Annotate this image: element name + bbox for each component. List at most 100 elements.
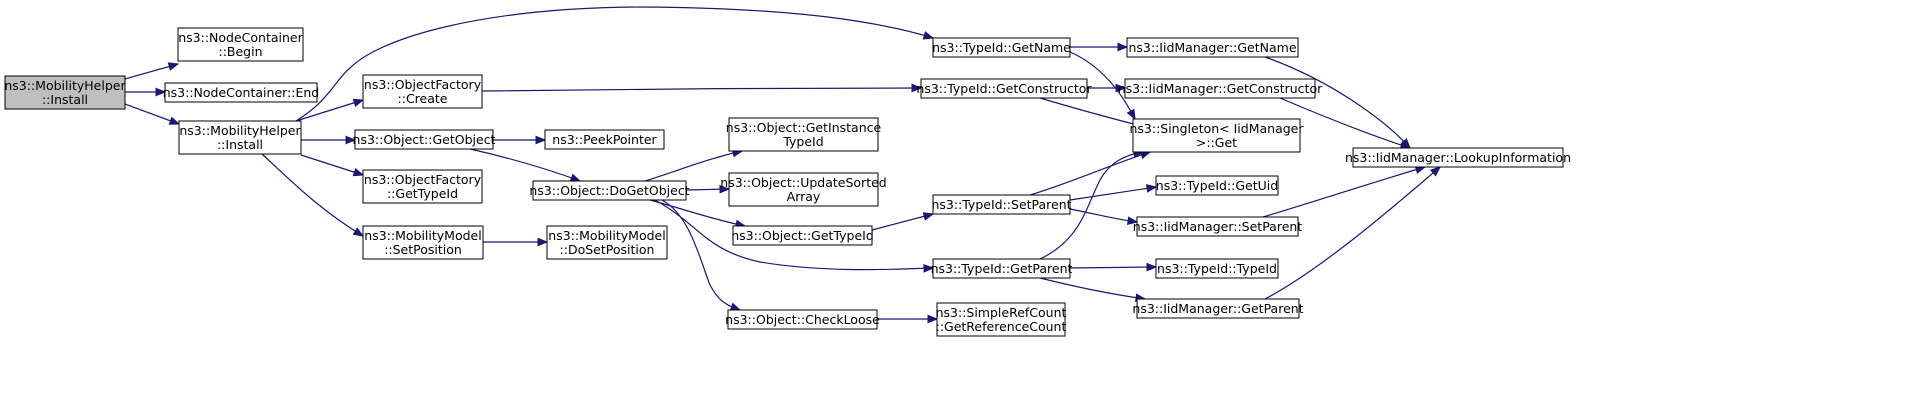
node-label-line: ns3::ObjectFactory (364, 77, 482, 92)
node-label-line: ns3::IidManager::LookupInformation (1345, 150, 1571, 165)
node-box (920, 78, 1088, 99)
node-label-line: ns3::Object::GetObject (353, 132, 496, 147)
node-box (354, 129, 494, 150)
node-box (532, 180, 687, 201)
function-node[interactable]: ns3::TypeId::GetConstructor (916, 78, 1092, 99)
node-box (4, 75, 126, 110)
edge-arrowhead (911, 83, 923, 93)
edge-line (469, 148, 581, 182)
edge-n0-to-n2 (125, 87, 167, 97)
node-label-line: ns3::TypeId::GetName (932, 40, 1071, 55)
node-label-line: ::GetTypeId (387, 186, 458, 201)
edge-line (481, 87, 922, 92)
edge-n15-to-n19 (877, 314, 939, 324)
edge-line (1264, 166, 1441, 300)
function-node[interactable]: ns3::MobilityHelper::Install (178, 120, 302, 155)
edge-arrowhead (167, 62, 180, 71)
node-box (164, 82, 318, 103)
function-node[interactable]: ns3::IidManager::GetName (1126, 37, 1299, 58)
function-node[interactable]: ns3::MobilityModel::DoSetPosition (546, 225, 668, 260)
node-label-line: ns3::NodeContainer::End (163, 85, 319, 100)
function-node[interactable]: ns3::Singleton< IidManager >::Get (1129, 118, 1304, 153)
function-node[interactable]: ns3::MobilityModel::SetPosition (362, 225, 484, 260)
edge-line (654, 199, 934, 271)
edge-arrowhead (168, 116, 181, 125)
node-box (362, 225, 484, 260)
function-node[interactable]: ns3::Object::GetTypeId (731, 225, 874, 246)
edge-n10-to-n15 (661, 199, 742, 311)
root-function-node[interactable]: ns3::MobilityHelper::Install (4, 75, 126, 110)
edge-arrowhead (729, 302, 742, 311)
edge-n16-to-n21 (1087, 83, 1127, 93)
node-label-line: >::Get (1196, 135, 1237, 150)
edge-n5-to-n16 (481, 83, 923, 93)
node-label-line: ns3::TypeId::GetUid (1156, 178, 1278, 193)
node-label-line: ns3::TypeId::GetConstructor (916, 81, 1092, 96)
node-box (932, 37, 1071, 58)
function-node[interactable]: ns3::Object::GetObject (353, 129, 496, 150)
node-label-line: ns3::Object::DoGetObject (529, 183, 689, 198)
function-node[interactable]: ns3::TypeId::SetParent (931, 194, 1072, 215)
function-node[interactable]: ns3::TypeId::GetName (932, 37, 1071, 58)
edge-line (871, 213, 934, 231)
edge-line (1069, 266, 1157, 269)
function-node[interactable]: ns3::NodeContainer::End (163, 82, 319, 103)
edge-line (1279, 97, 1411, 149)
edge-n3-to-n7 (300, 154, 365, 177)
function-node[interactable]: ns3::ObjectFactory::Create (362, 74, 483, 109)
function-node[interactable]: ns3::Object::DoGetObject (529, 180, 690, 201)
edge-n24-to-n27 (1262, 165, 1427, 218)
edge-arrowhead (1126, 108, 1136, 121)
edge-n18-to-n25 (1069, 262, 1158, 272)
edge-line (1029, 151, 1151, 196)
node-box (1136, 216, 1299, 237)
node-label-line: ns3::Object::CheckLoose (725, 312, 880, 327)
node-label-line: ns3::MobilityHelper (4, 78, 126, 93)
edges-layer (124, 6, 1442, 324)
edge-arrowhead (535, 135, 547, 145)
function-node[interactable]: ns3::TypeId::TypeId (1155, 258, 1279, 279)
edge-n3-to-n5 (295, 98, 365, 122)
edge-line (295, 99, 364, 122)
edge-n17-to-n22 (1029, 150, 1152, 196)
function-node[interactable]: ns3::IidManager::GetParent (1132, 298, 1304, 319)
edge-line (661, 199, 741, 311)
node-box (544, 129, 665, 150)
node-label-line: ns3::Singleton< IidManager (1129, 121, 1304, 136)
node-label-line: ::Install (217, 137, 263, 152)
function-node[interactable]: ns3::TypeId::GetParent (931, 258, 1073, 279)
function-node[interactable]: ns3::ObjectFactory::GetTypeId (362, 169, 483, 204)
function-node[interactable]: ns3::IidManager::SetParent (1133, 216, 1303, 237)
edge-line (1262, 166, 1426, 218)
node-box (1132, 118, 1301, 153)
node-box (546, 225, 668, 260)
edge-n14-to-n17 (871, 212, 935, 231)
function-node[interactable]: ns3::Object::CheckLoose (725, 309, 880, 330)
node-label-line: ::SetPosition (384, 242, 462, 257)
function-node[interactable]: ns3::TypeId::GetUid (1155, 175, 1279, 196)
edge-line (124, 103, 180, 125)
edge-n3-to-n8 (261, 153, 365, 237)
nodes-layer: ns3::MobilityHelper::Install ns3::NodeCon… (4, 27, 1571, 337)
edge-n18-to-n26 (1039, 277, 1147, 302)
edge-line (1069, 208, 1138, 223)
edge-line (1069, 186, 1157, 201)
edge-arrowhead (922, 31, 935, 40)
edge-n26-to-n27 (1264, 166, 1442, 300)
function-node[interactable]: ns3::PeekPointer (544, 129, 665, 150)
edge-line (1039, 151, 1144, 260)
edge-arrowhead (1126, 216, 1139, 225)
function-node[interactable]: ns3::IidManager::GetConstructor (1118, 78, 1323, 99)
node-box (1136, 298, 1300, 319)
node-label-line: ns3::IidManager::GetConstructor (1118, 81, 1323, 96)
node-label-line: ::Install (42, 92, 88, 107)
function-node[interactable]: ns3::NodeContainer::Begin (177, 27, 304, 62)
edge-arrowhead (923, 264, 935, 273)
edge-arrowhead (1145, 184, 1158, 193)
function-node[interactable]: ns3::SimpleRefCount::GetReferenceCount (936, 302, 1067, 337)
edge-n10-to-n13 (685, 184, 731, 194)
function-node[interactable]: ns3::IidManager::LookupInformation (1345, 147, 1571, 168)
